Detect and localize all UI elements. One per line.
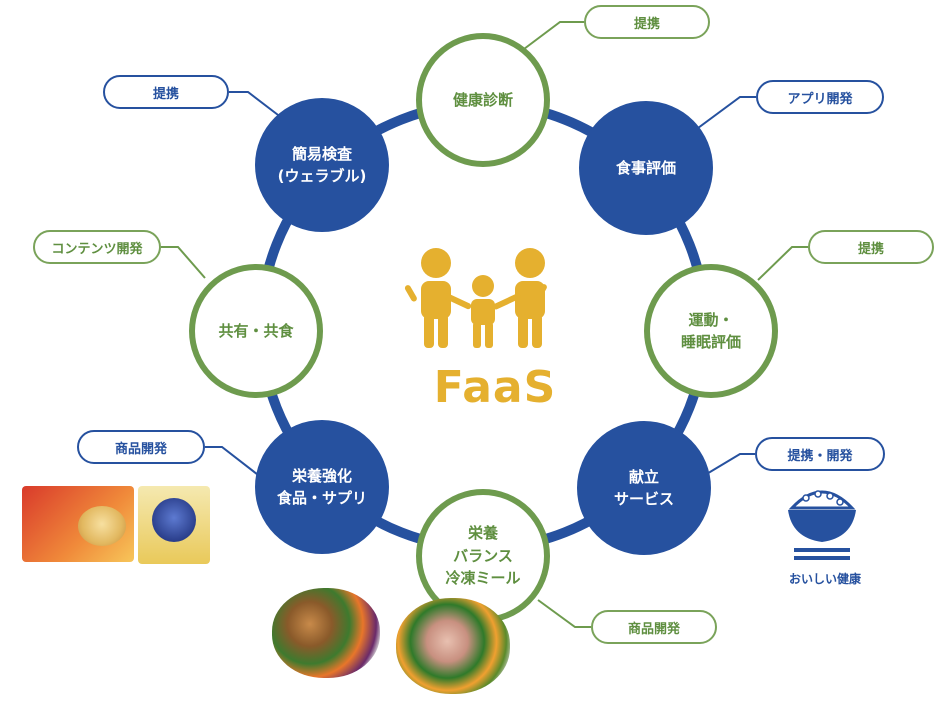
node-exercise-sleep: 運動・ 睡眠評価: [644, 264, 778, 398]
connector-sharing: [161, 246, 206, 279]
tag-sharing: コンテンツ開発: [33, 230, 161, 264]
soup-product-image: [22, 486, 134, 562]
connector-exercise-sleep: [757, 246, 808, 281]
node-fortified-food: 栄養強化 食品・サプリ: [255, 420, 389, 554]
tag-balanced-frozen-meal: 商品開発: [591, 610, 717, 644]
connector-fortified-food: [205, 446, 263, 479]
connector-meal-evaluation: [697, 96, 756, 129]
node-meal-evaluation: 食事評価: [579, 101, 713, 235]
node-menu-service: 献立 サービス: [577, 421, 711, 555]
tag-exercise-sleep: 提携: [808, 230, 934, 264]
node-health-checkup: 健康診断: [416, 33, 550, 167]
tag-simple-test: 提携: [103, 75, 229, 109]
node-sharing: 共有・共食: [189, 264, 323, 398]
tag-meal-evaluation: アプリ開発: [756, 80, 884, 114]
connector-menu-service: [699, 453, 755, 479]
family-icon: [404, 248, 547, 348]
supplement-product-image: [138, 486, 210, 564]
tag-menu-service: 提携・開発: [755, 437, 885, 471]
rice-bowl-icon: [788, 490, 856, 560]
connector-simple-test: [229, 91, 283, 119]
center-title: FaaS: [433, 362, 557, 413]
connector-lines: [161, 21, 808, 628]
connector-health-checkup: [519, 21, 584, 53]
frozen-meal-image-2: [396, 598, 510, 694]
rice-logo-caption: おいしい健康: [788, 572, 861, 586]
frozen-meal-image-1: [272, 588, 380, 678]
node-simple-test: 簡易検査 (ウェラブル): [255, 98, 389, 232]
connector-balanced-frozen-meal: [537, 599, 591, 628]
tag-health-checkup: 提携: [584, 5, 710, 39]
tag-fortified-food: 商品開発: [77, 430, 205, 464]
